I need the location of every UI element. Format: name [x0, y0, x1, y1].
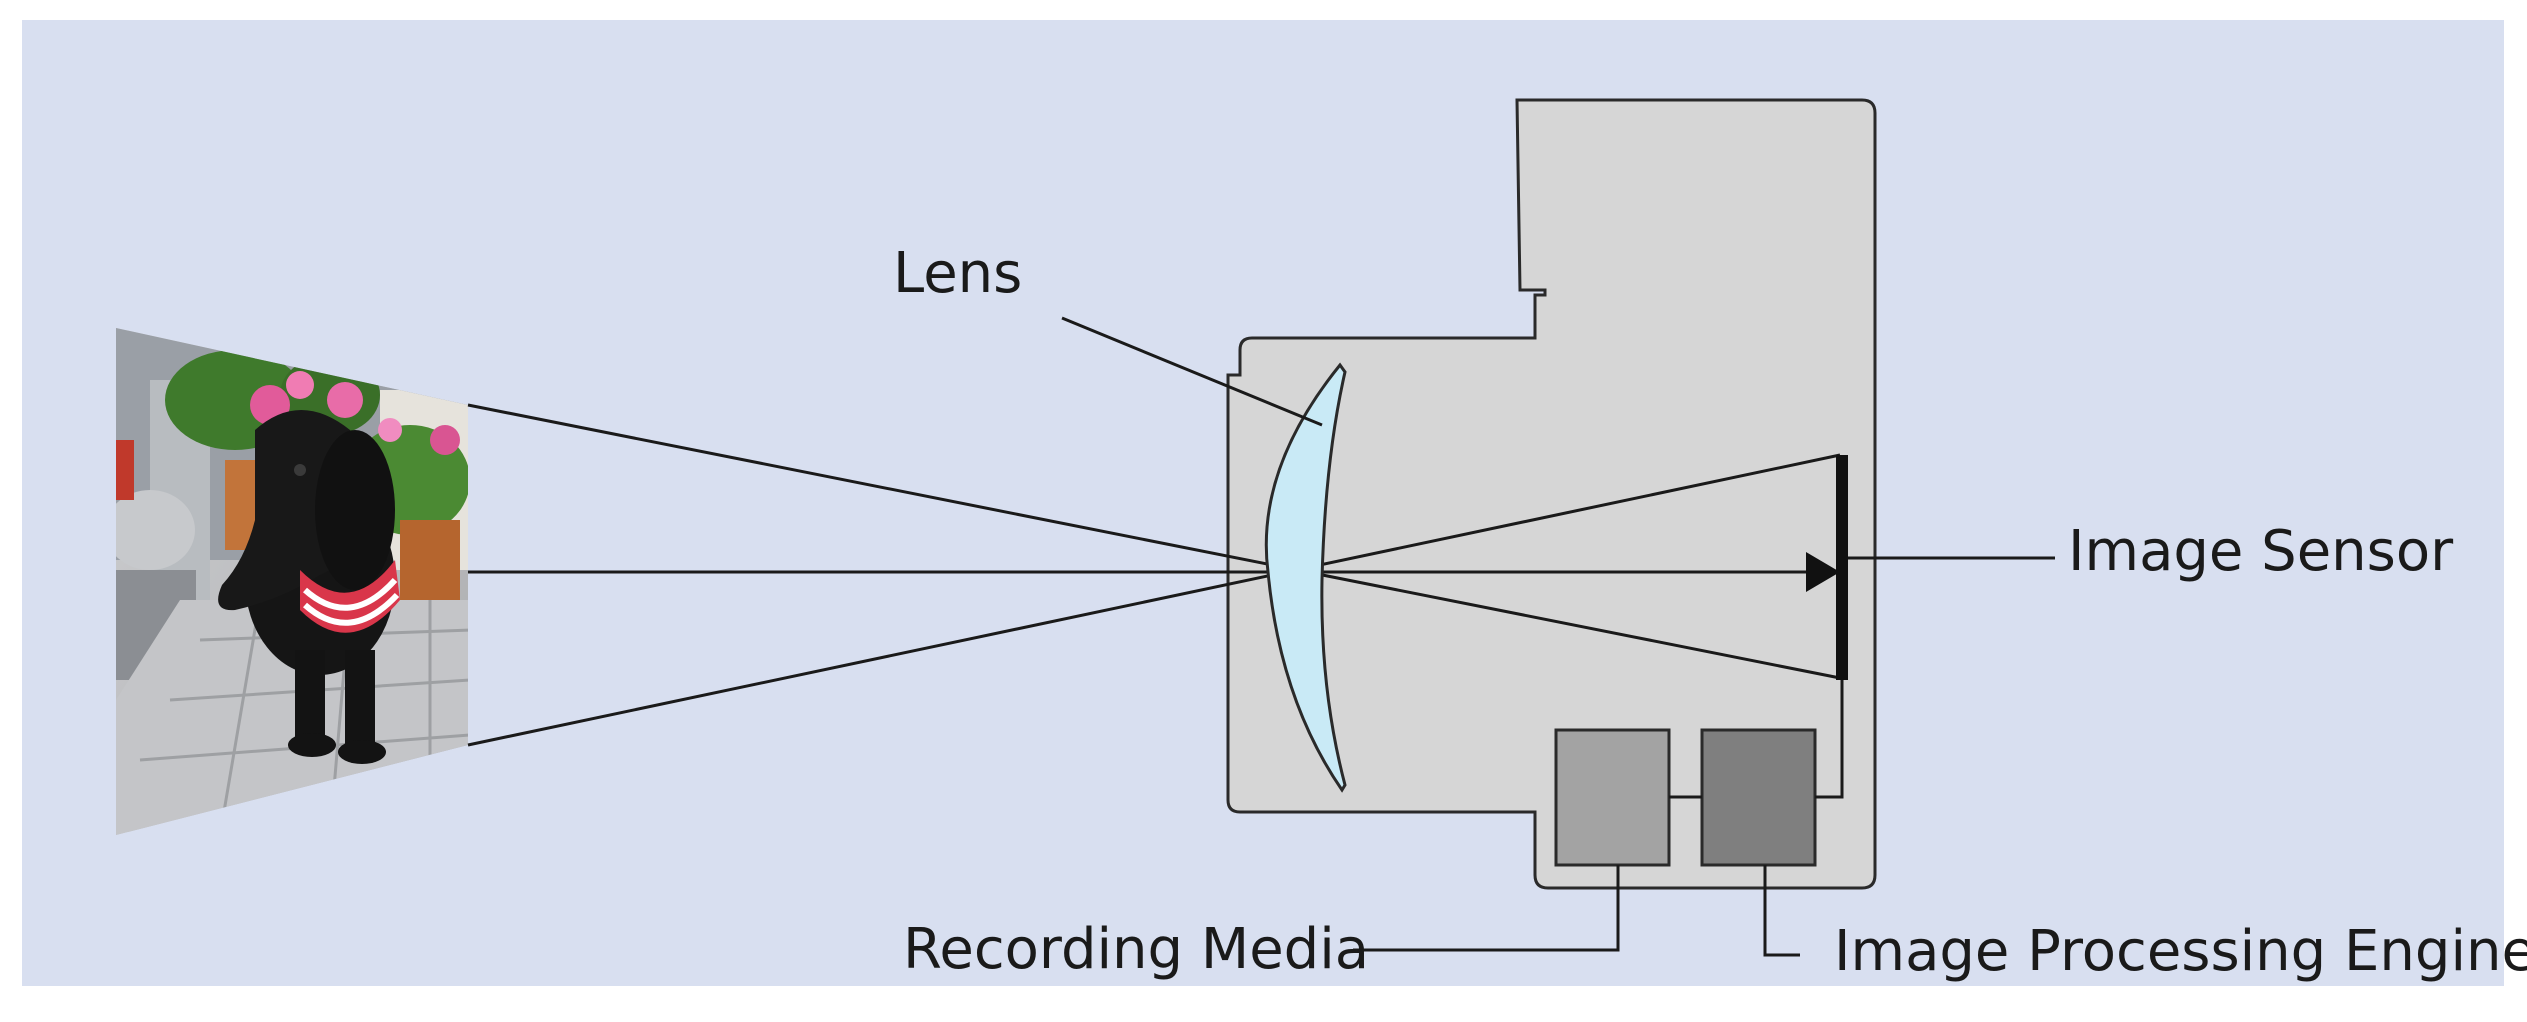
light-rays — [467, 403, 1841, 747]
optical-axis-arrowhead — [1806, 552, 1840, 592]
recording-media-block — [1554, 728, 1671, 867]
image-sensor-label: Image Sensor — [2068, 519, 2454, 584]
internal-connectors — [1669, 680, 1844, 799]
image-processing-engine-label: Image Processing Engine — [1834, 919, 2527, 984]
camera-body — [1226, 98, 1877, 890]
image-sensor — [1836, 455, 1848, 680]
subject-photo — [116, 328, 468, 835]
recording-media-label: Recording Media — [903, 917, 1369, 982]
lens-element — [1264, 362, 1347, 793]
callout-lines — [1061, 316, 2055, 957]
lens-label: Lens — [893, 241, 1022, 306]
image-processing-engine-block — [1700, 728, 1817, 867]
dog-figure — [218, 410, 400, 764]
